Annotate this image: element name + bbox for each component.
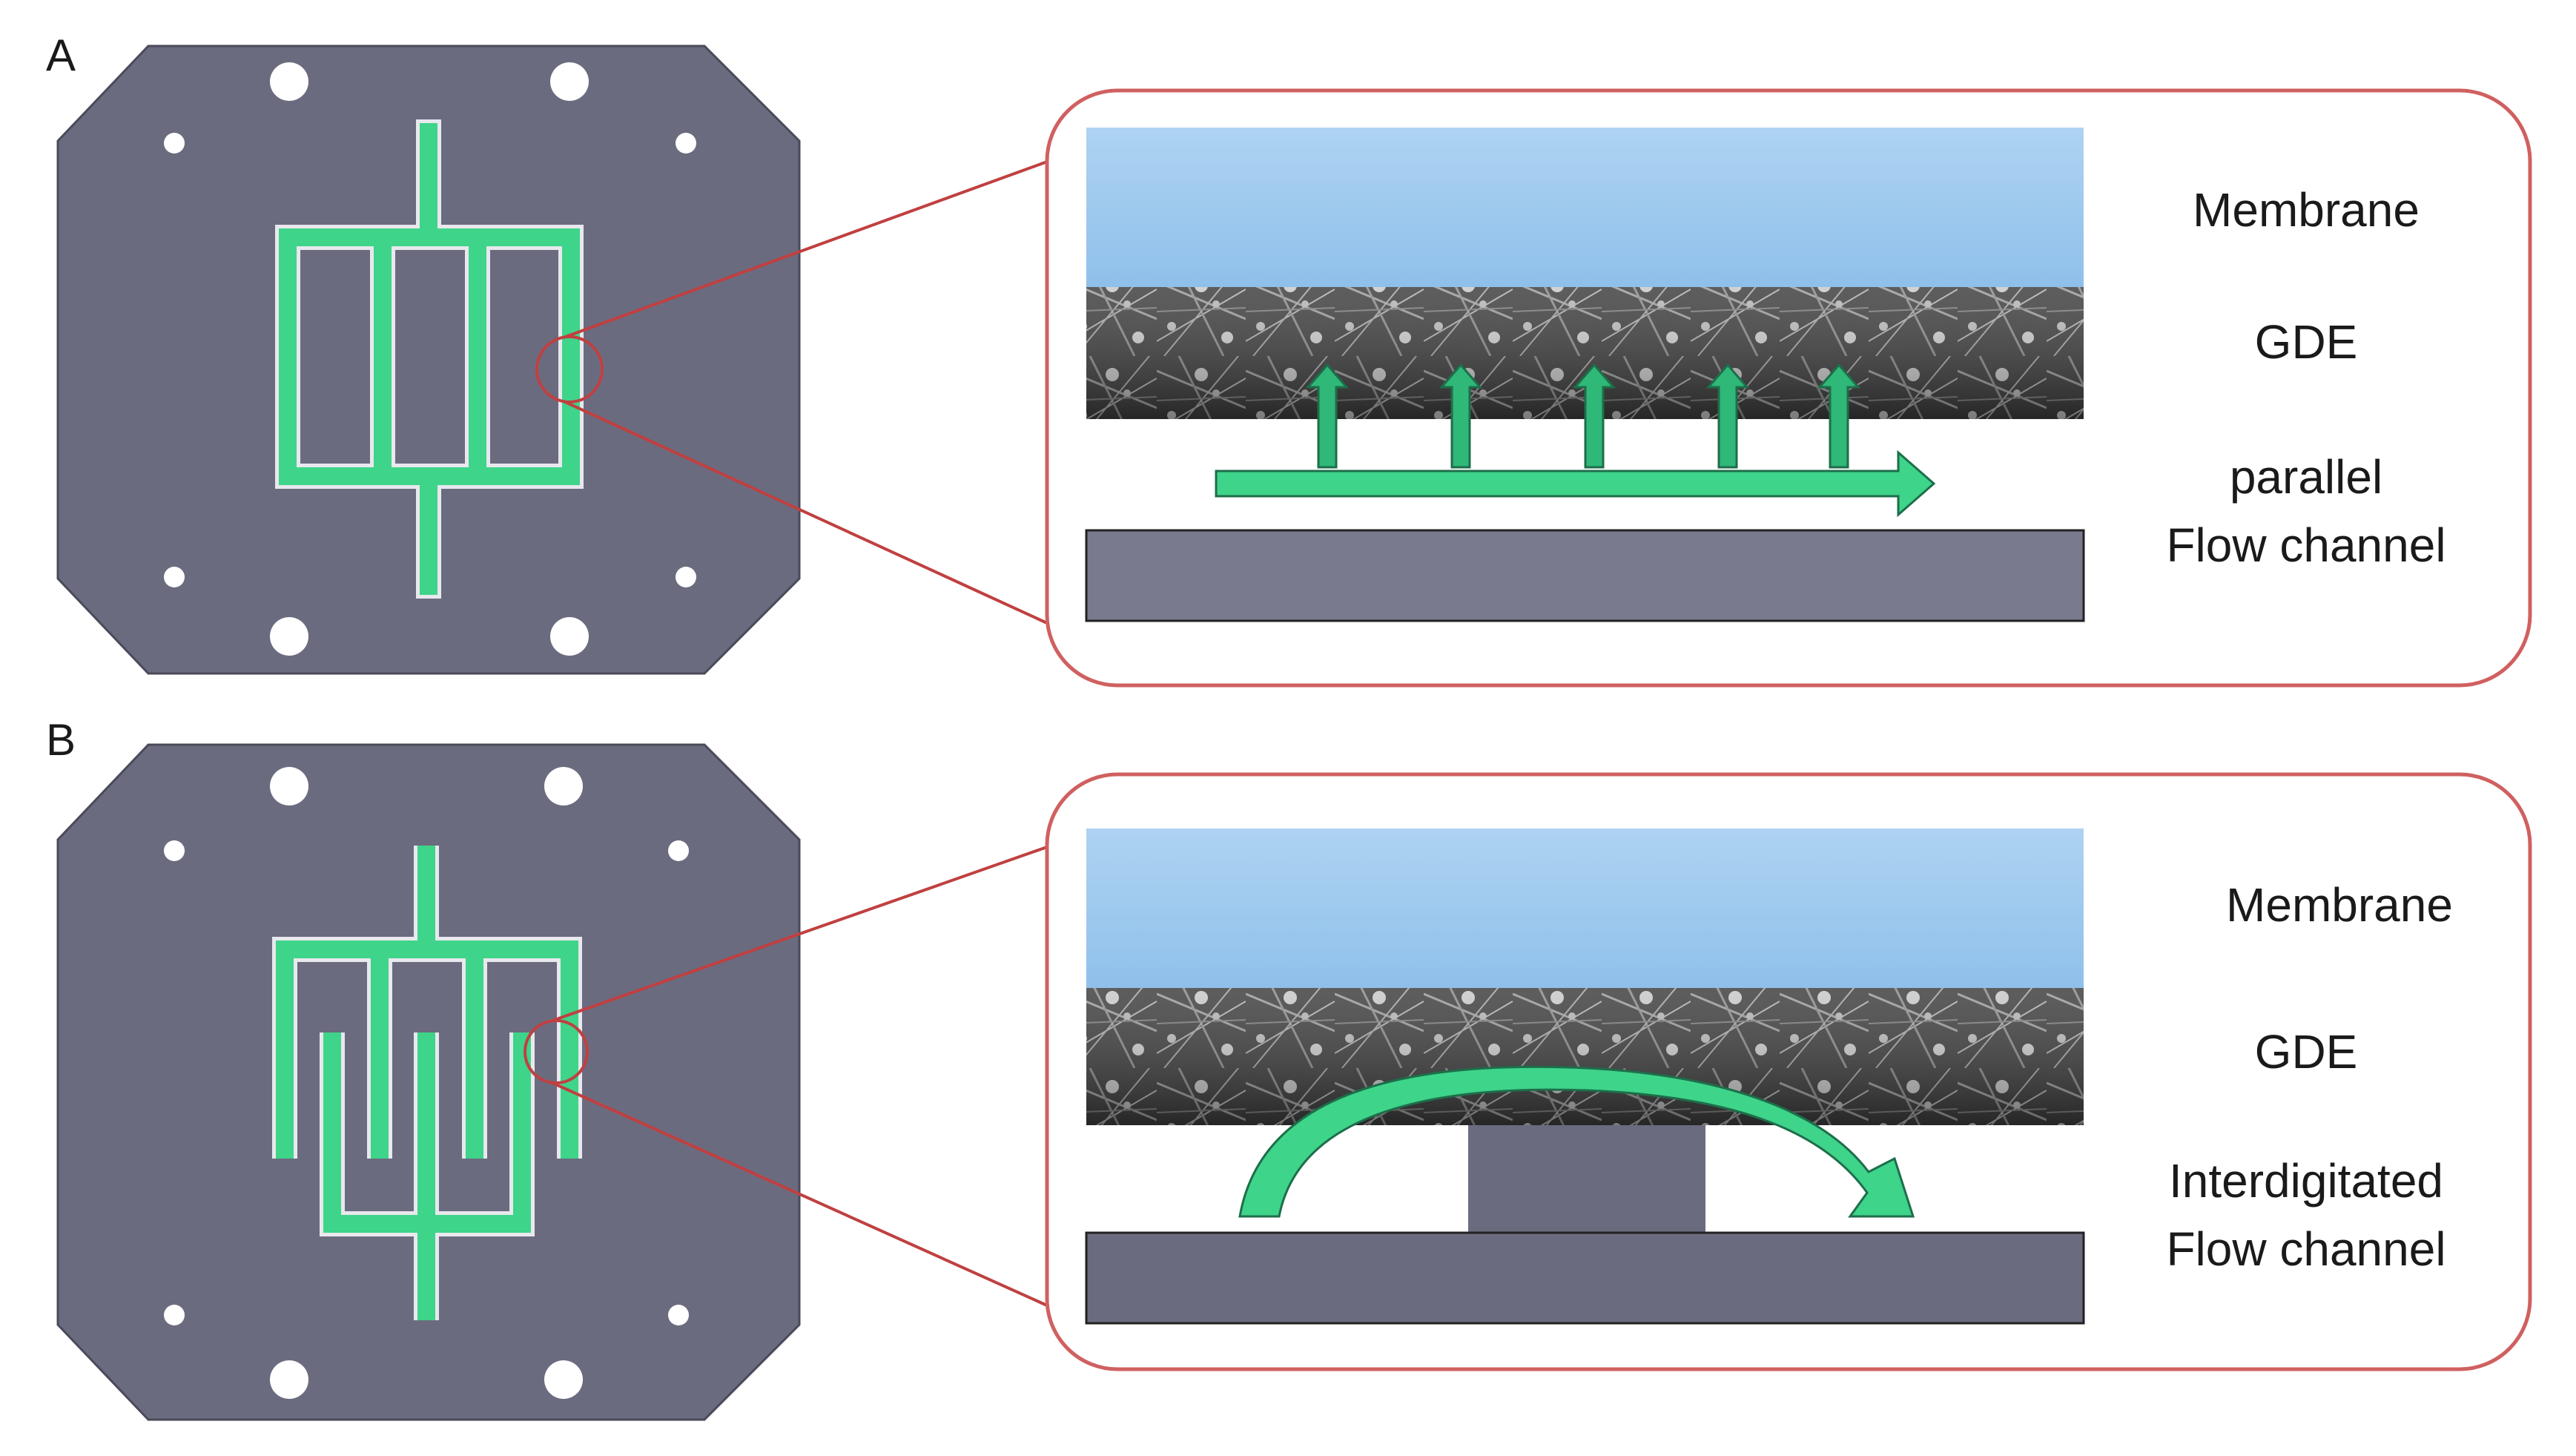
diffusion-arrows-a	[1305, 363, 1861, 469]
label-flow-type-a: parallel	[2230, 450, 2382, 504]
pin-hole	[668, 840, 689, 861]
label-flow-channel-a: Flow channel	[2166, 518, 2445, 572]
bipolar-plate-a	[1085, 529, 2085, 622]
label-flow-channel-b: Flow channel	[2166, 1222, 2445, 1276]
label-flow-type-b: Interdigitated	[2169, 1154, 2443, 1208]
cross-section-a	[1085, 128, 2085, 622]
interdigitated-channel-pattern	[272, 846, 582, 1320]
cross-section-b	[1085, 829, 2085, 1325]
bolt-hole	[270, 62, 308, 101]
flow-arrow-a	[1215, 449, 1936, 518]
bolt-hole	[550, 62, 589, 101]
bolt-hole	[544, 767, 583, 806]
panel-letter-a: A	[46, 30, 76, 80]
up-arrow	[1817, 363, 1861, 469]
up-arrow	[1705, 363, 1750, 469]
label-membrane-b: Membrane	[2226, 878, 2453, 932]
panel-letter-b: B	[46, 715, 76, 765]
plate-a	[56, 45, 801, 675]
pin-hole	[668, 1305, 689, 1325]
pin-hole	[164, 133, 185, 154]
labels-a: Membrane GDE parallel Flow channel	[2166, 183, 2445, 572]
label-membrane-a: Membrane	[2193, 183, 2420, 237]
up-arrow	[1572, 363, 1616, 469]
bolt-hole	[550, 617, 589, 656]
parallel-channel-pattern	[275, 119, 584, 599]
bolt-hole	[270, 617, 308, 656]
pin-hole	[164, 567, 185, 587]
pin-hole	[676, 567, 696, 587]
pin-hole	[676, 133, 696, 154]
pin-hole	[164, 840, 185, 861]
membrane-layer-b	[1086, 829, 2084, 988]
bolt-hole	[544, 1360, 583, 1399]
label-gde-b: GDE	[2255, 1025, 2358, 1078]
label-gde-a: GDE	[2255, 315, 2358, 369]
bolt-hole	[270, 767, 308, 806]
pin-hole	[164, 1305, 185, 1325]
up-arrow	[1305, 363, 1350, 469]
panel-b: B	[46, 715, 2532, 1421]
rib-b	[1468, 1125, 1705, 1233]
curved-flow-arrow-b	[1238, 1065, 1915, 1218]
bolt-hole	[270, 1360, 308, 1399]
bipolar-plate-b	[1085, 1231, 2085, 1325]
up-arrow	[1439, 363, 1483, 469]
panel-a: A	[46, 30, 2532, 688]
membrane-layer-a	[1086, 128, 2084, 287]
labels-b: Membrane GDE Interdigitated Flow channel	[2166, 878, 2453, 1276]
